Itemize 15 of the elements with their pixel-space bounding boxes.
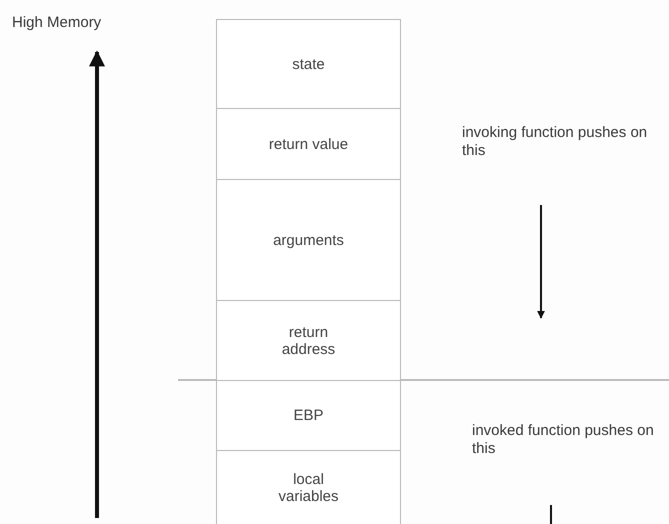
cell-label: return address (280, 324, 336, 358)
stack-frame-cell (216, 179, 401, 302)
annotation-text: invoked function pushes on this (472, 422, 655, 458)
stack-frame-cell (216, 300, 401, 382)
cell-label: return value (268, 136, 350, 153)
stack-frame-cell (216, 108, 401, 180)
annotation-text: High Memory (12, 14, 102, 32)
cell-label: EBP (292, 407, 324, 424)
cell-label: arguments (272, 232, 345, 249)
cell-label: local variables (277, 471, 340, 506)
stack-frame-cell (216, 19, 401, 110)
stack-frame-cell (216, 380, 401, 452)
stack-frame-cell (216, 450, 401, 524)
cell-label: state (291, 56, 326, 73)
annotation-text: invoking function pushes on this (462, 124, 648, 160)
